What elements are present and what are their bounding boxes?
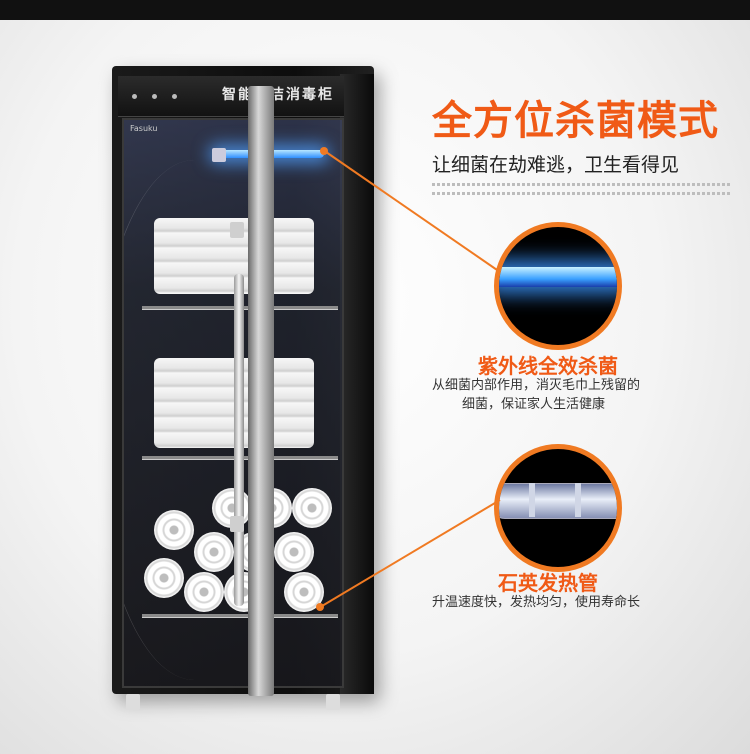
quartz-tube-icon — [499, 483, 617, 519]
door-handle — [234, 274, 244, 606]
towel-roll — [154, 510, 194, 550]
headline: 全方位杀菌模式 — [432, 98, 719, 144]
control-button — [152, 94, 157, 99]
feature-title-uv: 紫外线全效杀菌 — [478, 354, 618, 378]
door-hinge — [230, 222, 244, 238]
control-button — [172, 94, 177, 99]
towel-roll — [284, 572, 324, 612]
towel-roll — [292, 488, 332, 528]
subline: 让细菌在劫难逃，卫生看得见 — [432, 154, 680, 176]
top-bar — [0, 0, 750, 20]
door-frame — [248, 86, 274, 696]
door-hinge — [230, 516, 244, 532]
quartz-band — [575, 483, 581, 517]
feature-desc-line: 从细菌内部作用，消灭毛巾上残留的 — [432, 378, 641, 393]
feature-desc-quartz: 升温速度快，发热均匀，使用寿命长 — [432, 593, 640, 612]
decorative-fine-line — [432, 183, 732, 186]
quartz-band — [529, 483, 535, 517]
towel-roll — [184, 572, 224, 612]
uv-tube-icon — [499, 267, 617, 287]
shelf — [142, 614, 338, 617]
cabinet-foot — [126, 694, 140, 710]
towel-roll — [194, 532, 234, 572]
disinfection-cabinet-image: 智能保洁消毒柜 Fasuku — [112, 66, 374, 718]
decorative-fine-line — [432, 192, 732, 195]
feature-desc-line: 升温速度快，发热均匀，使用寿命长 — [432, 595, 641, 610]
feature-desc-line: 细菌，保证家人生活健康 — [462, 397, 606, 412]
cabinet-side — [340, 74, 374, 694]
feature-desc-uv: 从细菌内部作用，消灭毛巾上残留的 细菌，保证家人生活健康 — [432, 376, 640, 414]
towel-roll — [144, 558, 184, 598]
towel-roll — [274, 532, 314, 572]
control-panel: 智能保洁消毒柜 — [118, 76, 344, 117]
cabinet-title: 智能保洁消毒柜 — [222, 87, 334, 103]
uv-lamp-mount — [212, 148, 226, 162]
quartz-tube-closeup — [494, 444, 622, 572]
cabinet-foot — [326, 694, 340, 710]
uv-lamp-closeup — [494, 222, 622, 350]
glass-door: Fasuku — [122, 118, 344, 688]
control-button — [132, 94, 137, 99]
brand-logo: Fasuku — [130, 124, 158, 133]
feature-title-quartz: 石英发热管 — [498, 571, 598, 595]
